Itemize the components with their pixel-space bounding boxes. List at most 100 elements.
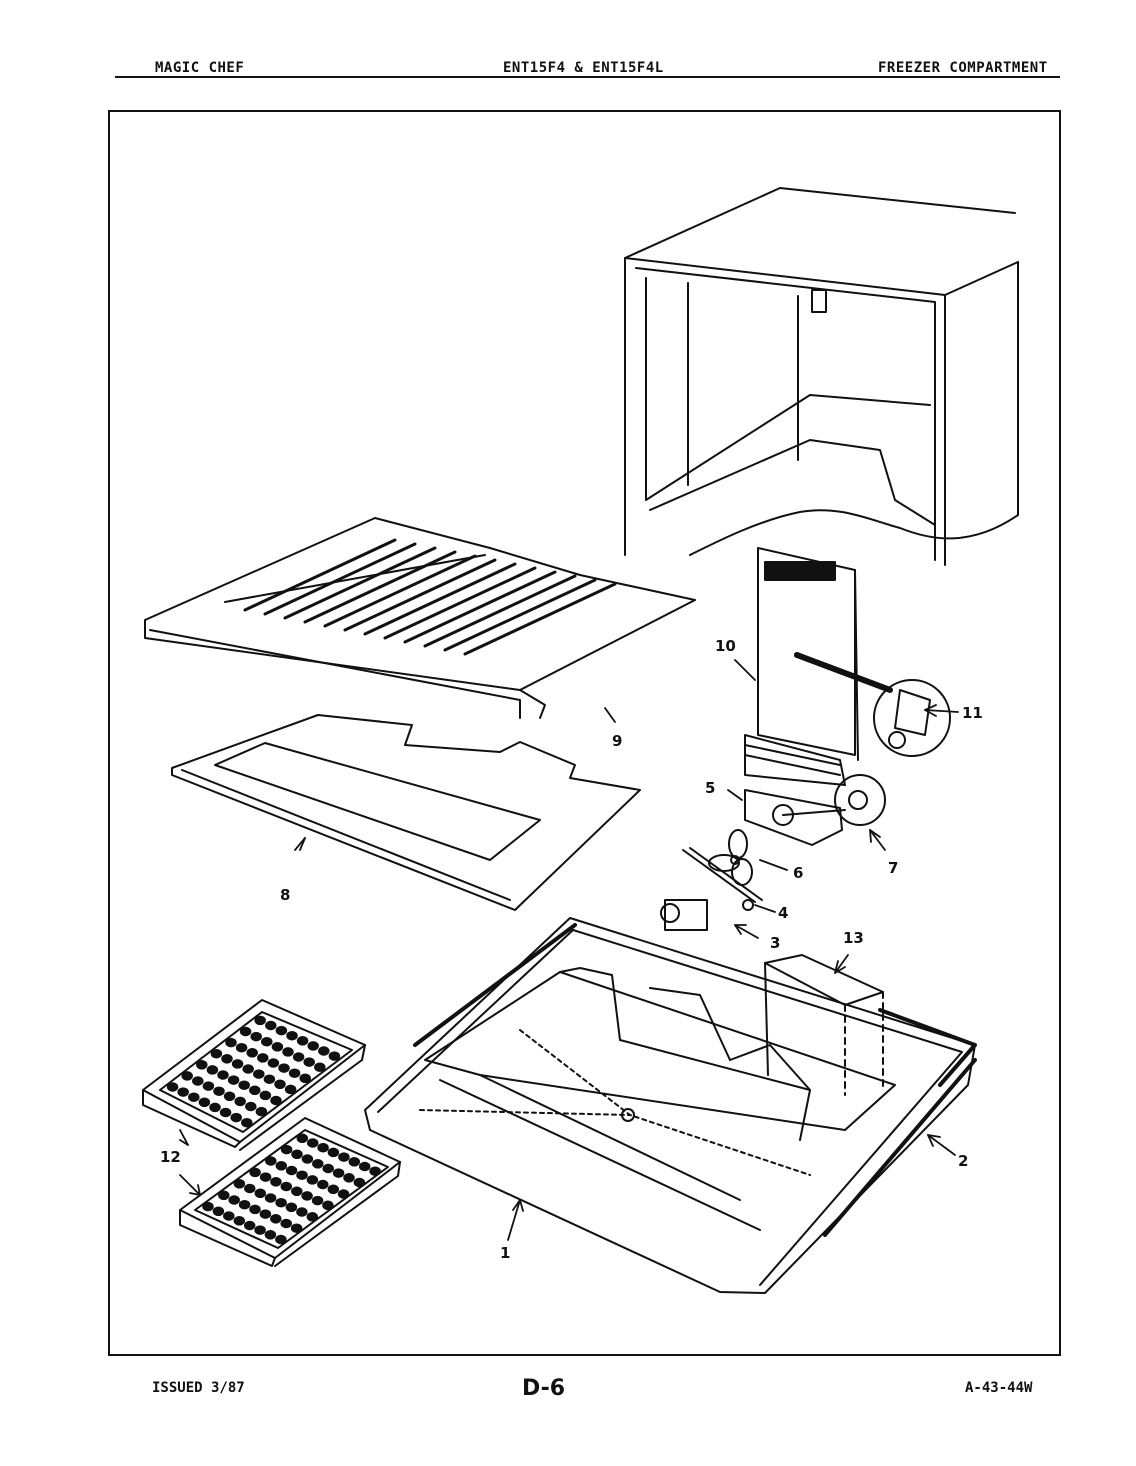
ice-cube-tray-cells [166,1015,381,1245]
diagram-frame [108,110,1061,1356]
callout-4: 4 [778,904,788,922]
callout-11: 11 [962,704,983,722]
ice-cube-cell [337,1189,350,1199]
ice-cube-cell [233,1216,246,1226]
ice-cube-cell [282,1047,294,1057]
ice-cube-cell [261,1036,273,1047]
ice-cube-tray-upper-part-12 [142,999,366,1151]
ice-cube-cell [192,1076,204,1086]
ice-cube-cell [238,1199,251,1210]
evaporator-cover-part-10 [744,547,893,786]
ice-cube-cell [233,1179,246,1189]
callout-5: 5 [705,779,715,797]
ice-cube-cell [177,1087,189,1097]
callout-7: 7 [888,859,898,877]
ice-cube-cell [249,1085,261,1096]
ice-cube-cell [312,1159,324,1169]
fan-motor-part-3 [660,847,763,931]
ice-cube-cell [245,1101,257,1112]
ice-cube-cell [217,1070,229,1080]
ice-cube-cell [284,1084,297,1095]
ice-cube-cell [234,1096,246,1107]
callout-leaders [179,659,959,1241]
ice-cube-cell [358,1161,371,1172]
callout-8: 8 [280,886,290,904]
ice-cube-cell [227,1075,240,1085]
shelf-part-9 [144,517,696,719]
ice-cube-cell [317,1142,329,1153]
ice-cube-cell [228,1195,240,1205]
header-models: ENT15F4 & ENT15F4L [503,60,664,76]
ice-cube-cell [249,1167,261,1178]
ice-cube-cell [322,1163,334,1174]
ice-cube-cell [267,1058,280,1068]
ice-cube-cell [218,1190,230,1201]
header-section: FREEZER COMPARTMENT [878,60,1048,76]
callout-labels: 1 2 3 4 5 6 7 8 9 10 11 13 12 [160,637,983,1262]
ice-cube-cell [311,1195,324,1206]
ice-cube-cell [255,1106,268,1117]
ice-cube-cell [285,1165,298,1176]
ice-cube-cell [306,1212,319,1222]
ice-cube-cell [343,1173,355,1183]
ice-cube-cell [223,1211,235,1221]
ice-cube-cell [244,1183,256,1194]
ice-cube-cell [213,1086,225,1096]
ice-cube-cell [327,1147,340,1158]
ice-cube-cell [275,1197,287,1208]
ice-cube-cell [243,1220,256,1231]
ice-cube-cell [270,1095,282,1106]
ice-cube-cell [239,1026,252,1037]
ice-cube-tray-lower-part-12 [179,1117,401,1267]
ice-cube-cell [296,1207,308,1217]
ice-cube-cell [270,1214,282,1224]
ice-cube-cell [348,1157,361,1167]
ice-cube-cell [202,1081,215,1091]
ice-cube-cell [271,1042,284,1052]
ice-cube-cell [275,1161,288,1171]
ice-cube-cell [296,1133,309,1144]
callout-12: 12 [160,1148,181,1166]
ice-cube-cell [303,1057,315,1067]
ice-cube-cell [249,1204,261,1215]
ice-cube-cell [275,1025,288,1036]
ice-cube-cell [338,1152,350,1162]
ice-cube-cell [274,1079,286,1090]
footer-drawing-code: A-43-44W [965,1380,1033,1396]
ice-cube-cell [265,1020,277,1031]
ice-cube-cell [264,1230,277,1240]
ice-cube-cell [257,1053,269,1063]
ice-bin-tray-part-13 [764,954,884,1096]
insulation-pad-part-8 [171,714,641,911]
ice-cube-cell [270,1177,282,1187]
ice-cube-cell [278,1063,290,1073]
ice-cube-cell [328,1051,341,1061]
ice-cube-cell [322,1200,334,1211]
header-rule [115,76,1060,78]
ice-cube-cell [202,1201,214,1212]
freezer-liner-part-1 [364,917,976,1294]
ice-cube-cell [280,1181,293,1192]
clip-part-11 [873,679,951,757]
ice-cube-cell [291,1149,303,1160]
callout-6: 6 [793,864,803,882]
ice-cube-cell [242,1064,254,1074]
ice-cube-cell [253,1069,265,1079]
ice-cube-cell [259,1172,272,1182]
freezer-cabinet [624,187,1019,566]
ice-cube-cell [318,1046,330,1056]
ice-cube-cell [301,1191,313,1201]
ice-cube-cell [285,1202,298,1213]
ice-cube-cell [280,1144,293,1155]
callout-9: 9 [612,732,622,750]
footer-issued: ISSUED 3/87 [152,1380,245,1396]
ice-cube-cell [231,1059,244,1069]
ice-cube-cell [212,1206,225,1217]
ice-cube-cell [314,1062,326,1072]
ice-cube-cell [286,1030,298,1041]
ice-cube-cell [254,1188,267,1199]
ice-cube-cell [263,1074,276,1084]
ice-cube-cell [296,1036,309,1046]
callout-1: 1 [500,1244,510,1262]
